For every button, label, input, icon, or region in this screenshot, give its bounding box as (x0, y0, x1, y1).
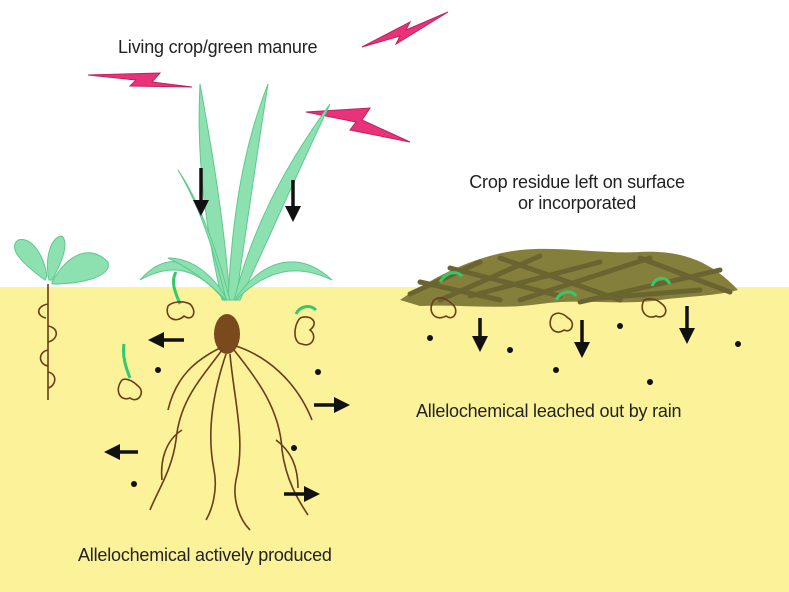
crop-residue-label-line1: Crop residue left on surface (436, 172, 718, 193)
lightning-icon (88, 73, 192, 87)
crop-residue-label-line2: or incorporated (436, 193, 718, 214)
crop-residue-label: Crop residue left on surface or incorpor… (436, 172, 718, 214)
lightning-icon (306, 108, 410, 142)
leached-label: Allelochemical leached out by rain (416, 401, 681, 422)
produced-label: Allelochemical actively produced (78, 545, 332, 566)
lightning-icon (362, 12, 448, 47)
living-crop-label: Living crop/green manure (118, 37, 317, 58)
